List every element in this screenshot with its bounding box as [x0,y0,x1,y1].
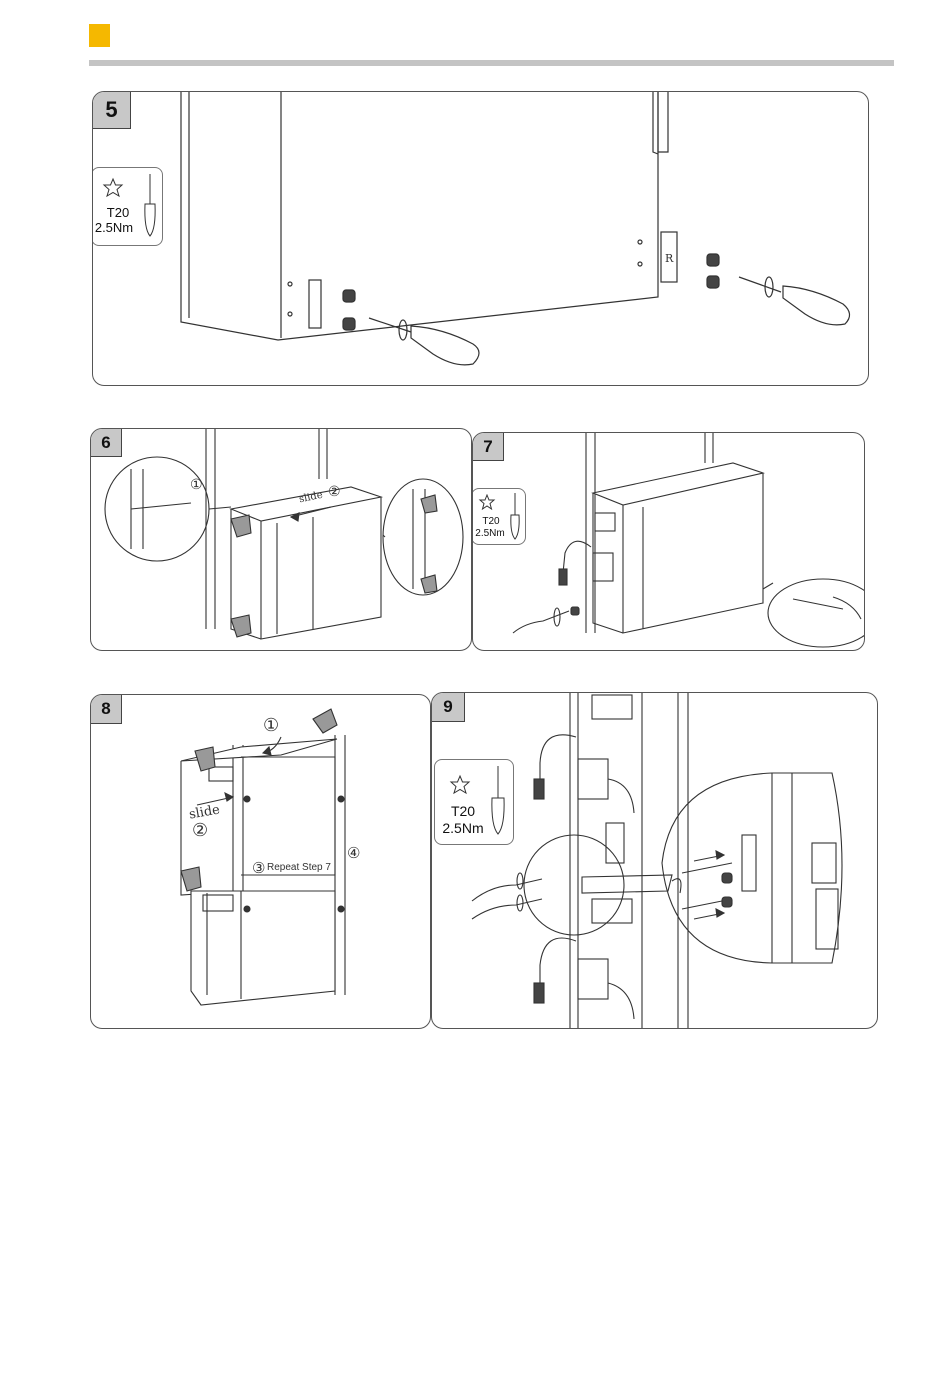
step-9-tool-code: T20 [439,804,487,819]
step-8-panel: 8 ① slide ② ③ Repeat Step 7 ④ [90,694,431,1029]
step-7-tool-box: T20 2.5Nm [472,488,526,545]
step-6-marker-1: ① [190,477,203,493]
header-rule [89,60,894,66]
step-9-number: 9 [432,693,465,722]
step-9-torque: 2.5Nm [431,821,497,836]
step-5-bracket-mark: R [665,252,673,265]
step-5-panel: 5 T20 2.5Nm R [92,91,869,386]
step-7-number: 7 [473,433,504,461]
step-9-tool-box: T20 2.5Nm [434,759,514,845]
step-8-repeat-label: Repeat Step 7 [267,862,331,873]
step-6-panel: 6 ① ② slide [90,428,472,651]
section-marker [89,24,110,47]
step-7-illustration [473,433,864,650]
torx-star-icon [478,494,496,512]
torx-star-icon [448,774,472,798]
step-8-marker-4: ④ [347,844,360,862]
step-5-torque: 2.5Nm [92,221,144,235]
step-7-panel: 7 T20 2.5Nm [472,432,865,651]
step-6-illustration [91,429,471,650]
step-5-tool-code: T20 [96,206,140,220]
step-7-torque: 2.5Nm [472,529,512,540]
step-9-panel: 9 T20 2.5Nm [431,692,878,1029]
step-7-tool-code: T20 [474,517,508,528]
step-8-marker-3: ③ [252,859,265,877]
step-5-tool-box: T20 2.5Nm [92,167,163,246]
step-8-number: 8 [91,695,122,724]
step-6-number: 6 [91,429,122,457]
step-6-marker-2: ② [328,484,341,500]
torx-star-icon [101,177,125,201]
step-5-illustration [93,92,868,385]
step-5-number: 5 [93,92,131,129]
step-8-marker-2: ② [192,820,208,841]
step-9-illustration [432,693,877,1028]
step-8-marker-1: ① [263,715,279,736]
